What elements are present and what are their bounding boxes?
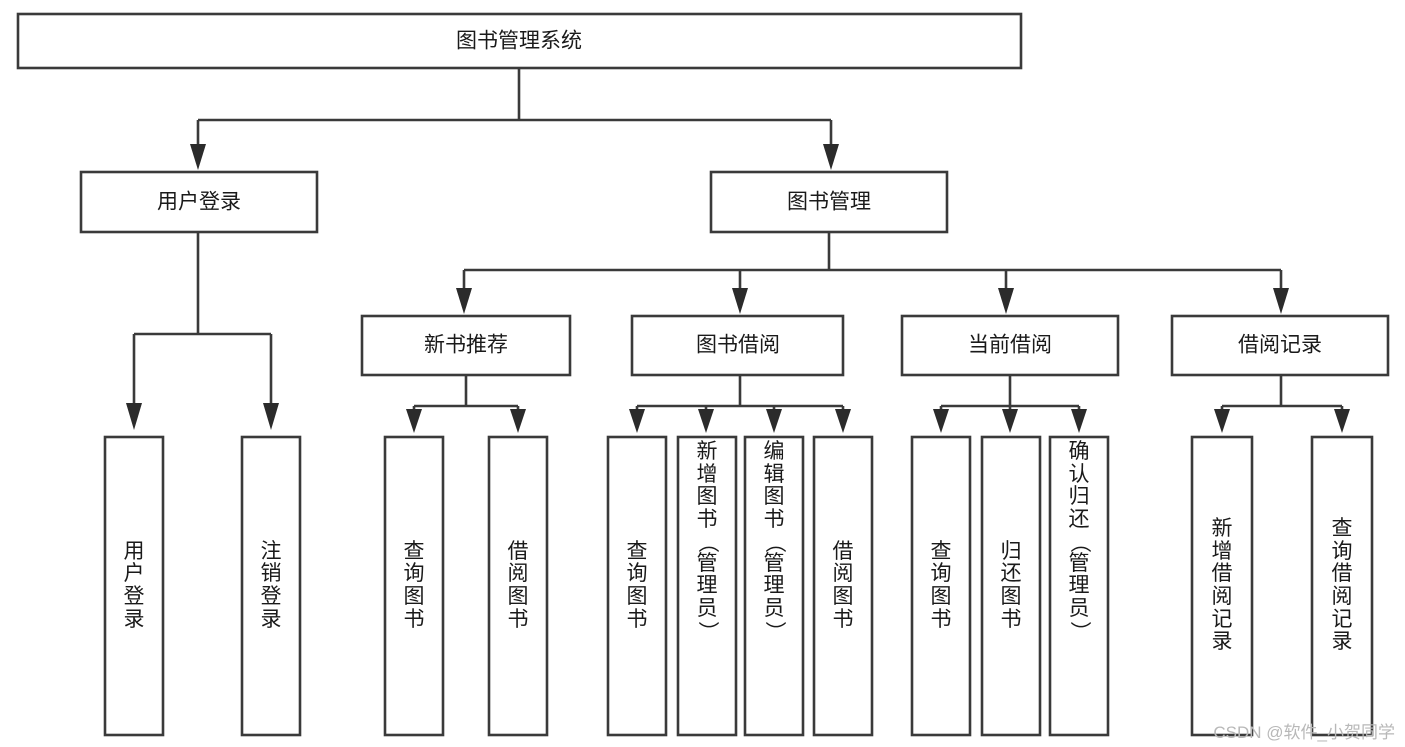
node-current-borrow[interactable]: 当前借阅	[900, 314, 1120, 377]
arrow-head-leaf-user-login	[126, 403, 142, 430]
node-user-login[interactable]: 用户登录	[79, 170, 319, 234]
connector-group-current-borrow	[933, 375, 1087, 433]
arrow-head-book-management	[823, 144, 839, 170]
connector-group-user-login	[126, 232, 279, 430]
arrow-head-leaf-confirm-return	[1071, 409, 1087, 433]
arrow-head-leaf-edit-book	[766, 409, 782, 433]
connector-group-root	[190, 68, 839, 170]
leaf-box-query-record[interactable]	[1310, 435, 1374, 737]
arrow-head-leaf-return-book	[1002, 409, 1018, 433]
leaf-box-query-book-1[interactable]	[383, 435, 445, 737]
leaf-box-borrow-book-1[interactable]	[487, 435, 549, 737]
leaf-box-query-book-2[interactable]	[606, 435, 668, 737]
arrow-head-leaf-add-book	[698, 409, 714, 433]
leaf-box-user-logout[interactable]	[240, 435, 302, 737]
leaf-box-add-record[interactable]	[1190, 435, 1254, 737]
leaf-box-query-book-3[interactable]	[910, 435, 972, 737]
arrow-head-leaf-user-logout	[263, 403, 279, 430]
arrow-head-leaf-query-record	[1334, 409, 1350, 433]
arrow-head-current-borrow	[998, 288, 1014, 314]
node-borrow-record-box[interactable]	[1170, 314, 1390, 377]
node-root[interactable]: 图书管理系统	[16, 12, 1023, 70]
node-new-book-recommend-label: 新书推荐	[424, 334, 508, 357]
node-book-borrow-box[interactable]	[630, 314, 845, 377]
connector-group-borrow-record	[1214, 375, 1350, 433]
arrow-head-leaf-add-record	[1214, 409, 1230, 433]
leaf-box-confirm-return[interactable]	[1048, 435, 1110, 737]
node-new-book-recommend-box[interactable]	[360, 314, 572, 377]
leaf-box-edit-book[interactable]	[743, 435, 805, 737]
arrow-head-user-login	[190, 144, 206, 170]
node-book-management-box[interactable]	[709, 170, 949, 234]
arrow-head-new-book-recommend	[456, 288, 472, 314]
arrow-head-leaf-query-book-2	[629, 409, 645, 433]
node-new-book-recommend[interactable]: 新书推荐	[360, 314, 572, 377]
arrow-head-book-borrow	[732, 288, 748, 314]
node-user-login-label: 用户登录	[157, 191, 241, 214]
node-book-management[interactable]: 图书管理	[709, 170, 949, 234]
node-current-borrow-label: 当前借阅	[968, 334, 1052, 357]
arrow-head-leaf-query-book-3	[933, 409, 949, 433]
node-root-label: 图书管理系统	[456, 30, 582, 53]
node-root-box[interactable]	[16, 12, 1023, 70]
arrow-head-leaf-borrow-book-1	[510, 409, 526, 433]
arrow-head-leaf-query-book-1	[406, 409, 422, 433]
leaf-nodes-group	[103, 435, 1374, 737]
node-user-login-box[interactable]	[79, 170, 319, 234]
leaf-box-user-login[interactable]	[103, 435, 165, 737]
connector-group-book-borrow	[629, 375, 851, 433]
connector-group-new-book-recommend	[406, 375, 526, 433]
leaf-box-add-book[interactable]	[676, 435, 738, 737]
arrow-head-borrow-record	[1273, 288, 1289, 314]
node-current-borrow-box[interactable]	[900, 314, 1120, 377]
connector-group-book-management	[456, 232, 1289, 314]
node-book-borrow-label: 图书借阅	[696, 334, 780, 357]
leaf-box-return-book[interactable]	[980, 435, 1042, 737]
node-book-management-label: 图书管理	[787, 191, 871, 214]
arrow-head-leaf-borrow-book-2	[835, 409, 851, 433]
node-book-borrow[interactable]: 图书借阅	[630, 314, 845, 377]
leaf-box-borrow-book-2[interactable]	[812, 435, 874, 737]
node-borrow-record[interactable]: 借阅记录	[1170, 314, 1390, 377]
node-borrow-record-label: 借阅记录	[1238, 334, 1322, 357]
